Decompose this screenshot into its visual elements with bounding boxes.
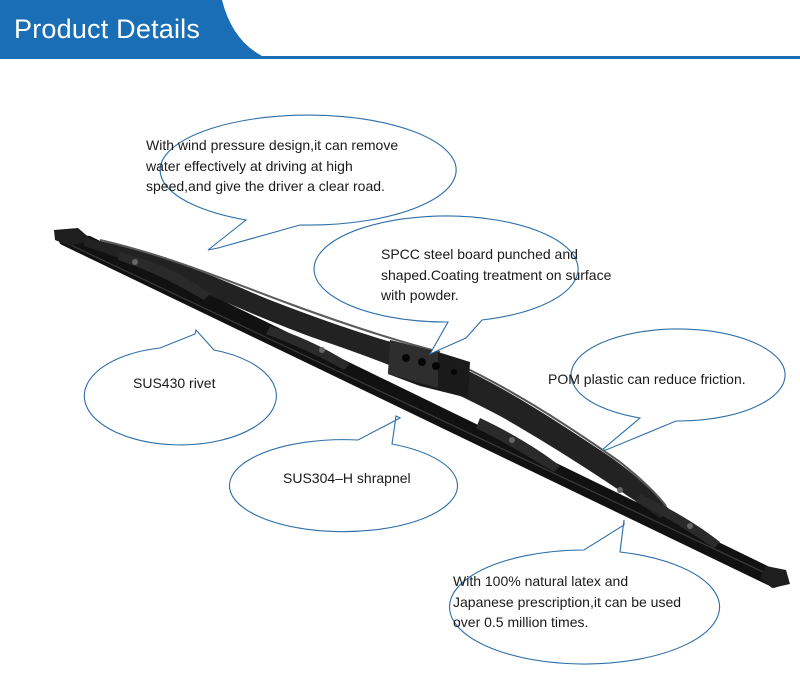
- page-title: Product Details: [14, 14, 201, 44]
- wiper-blade-image: [54, 228, 790, 588]
- callout-bubbles: [83, 114, 786, 665]
- bubble-sus304-shrapnel: [228, 415, 458, 533]
- header-tab-shape: [0, 0, 262, 56]
- callout-wind-pressure: With wind pressure design,it can remove …: [146, 137, 399, 194]
- callout-sus304-shrapnel: SUS304–H shrapnel: [283, 470, 411, 486]
- callout-natural-latex: With 100% natural latex and Japanese pre…: [453, 573, 682, 630]
- callout-pom-plastic: POM plastic can reduce friction.: [548, 371, 746, 387]
- product-scene: [54, 114, 790, 665]
- bubble-pom-plastic: [570, 328, 786, 451]
- bubble-natural-latex: [449, 519, 721, 665]
- header-band: [0, 0, 800, 59]
- header-rule: [0, 56, 800, 59]
- bubble-sus430-rivet: [83, 328, 277, 446]
- bubble-spcc-steel: [313, 215, 579, 356]
- bubble-wind-pressure: [159, 114, 457, 251]
- callout-sus430-rivet: SUS430 rivet: [133, 375, 216, 391]
- callout-spcc-steel: SPCC steel board punched and shaped.Coat…: [381, 246, 612, 303]
